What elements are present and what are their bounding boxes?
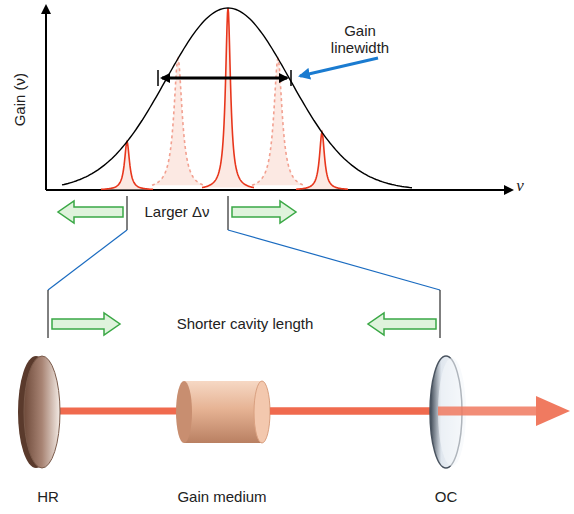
- marker-line: [48, 290, 49, 338]
- pointer-arrow: [300, 58, 378, 76]
- part-label: HR: [37, 488, 59, 505]
- mode-fill: [101, 142, 153, 190]
- y-axis: [45, 6, 47, 190]
- axis-label: Gain (ν): [11, 73, 28, 126]
- longitudinal-mode: [296, 132, 348, 189]
- longitudinal-mode: [101, 142, 153, 190]
- marker-line: [127, 196, 128, 230]
- leader-line: [48, 230, 127, 290]
- gain-medium-end: [176, 381, 192, 443]
- hr-mirror: [24, 356, 60, 468]
- tick: [157, 70, 159, 86]
- intracavity-beam: [270, 408, 440, 415]
- direction-arrow: [52, 313, 120, 335]
- output-beam: [438, 407, 540, 416]
- gain-medium-end: [254, 381, 270, 443]
- marker-line: [440, 290, 441, 338]
- direction-arrow: [58, 201, 123, 223]
- gain-medium: [184, 381, 262, 443]
- dimension-label: Larger Δν: [141, 203, 212, 220]
- mode-fill: [296, 132, 348, 189]
- callout-label: Gain linewidth: [320, 22, 400, 57]
- green-arrows: [52, 201, 436, 335]
- axis-label: ν: [516, 176, 524, 196]
- linewidth-arrow: [162, 77, 287, 80]
- tick: [290, 70, 292, 86]
- direction-arrow: [232, 201, 296, 223]
- mode-fill: [202, 8, 254, 188]
- direction-arrow: [368, 313, 436, 335]
- gain-curve: [62, 8, 412, 188]
- leader-line: [228, 230, 440, 290]
- gain-curves: [62, 8, 412, 189]
- longitudinal-mode: [202, 8, 254, 188]
- dimension-label: Shorter cavity length: [174, 315, 317, 332]
- marker-line: [228, 196, 229, 230]
- part-label: Gain medium: [177, 488, 266, 505]
- output-arrowhead: [536, 396, 570, 426]
- part-label: OC: [435, 488, 458, 505]
